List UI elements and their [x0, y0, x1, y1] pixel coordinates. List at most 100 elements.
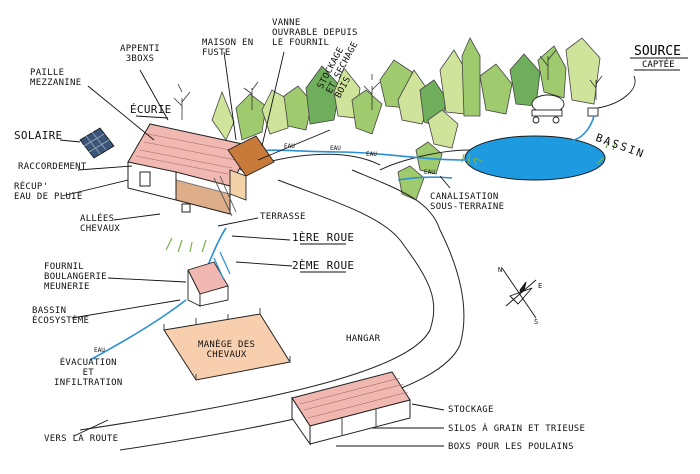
hangar-side	[309, 399, 411, 445]
track-left-edge	[79, 179, 435, 431]
bare-tree	[173, 83, 191, 120]
leader-fournil	[107, 277, 187, 283]
tree	[211, 90, 235, 141]
pond-water	[464, 135, 606, 181]
eau-label: EAU	[366, 151, 377, 158]
label-ecurie: ÉCURIE	[130, 103, 172, 116]
bare-trees	[173, 49, 603, 120]
label-stockage: STOCKAGE	[448, 405, 494, 415]
underline-ecurie	[135, 115, 169, 119]
pond-reeds	[461, 139, 616, 167]
label-source-sub: CAPTÉE	[642, 60, 675, 70]
tree	[397, 165, 425, 201]
fournil	[187, 251, 231, 307]
leader-solaire	[59, 139, 81, 143]
leader-storage	[257, 129, 331, 161]
leader-vanne	[261, 51, 285, 147]
bare-tree	[243, 81, 259, 110]
leader-roue2	[235, 261, 293, 267]
track-pond	[379, 149, 471, 171]
compass-e: E	[538, 282, 542, 290]
maison-en-fuste	[213, 135, 275, 217]
compass-s: S	[534, 318, 538, 326]
label-roue-1: 1ère ROUE	[292, 231, 355, 244]
eau-label: EAU	[330, 145, 341, 152]
eau-label: EAU	[424, 169, 435, 176]
water-line-underground	[397, 176, 453, 181]
source-box	[587, 107, 599, 117]
leader-stockage	[411, 403, 445, 411]
compass-rose-icon	[501, 267, 537, 319]
pond-group	[461, 135, 616, 181]
leader-source	[597, 75, 636, 109]
label-source-title: SOURCE	[634, 44, 681, 59]
water-wheel	[213, 175, 237, 217]
leader-route	[73, 419, 109, 437]
stable-roof-lines	[135, 133, 241, 175]
leader-recup	[61, 179, 129, 197]
compass-n: N	[498, 266, 502, 274]
label-silos: SILOS À GRAIN ET TRIEUSE	[448, 424, 586, 434]
stable-ecurie	[127, 123, 253, 215]
solar-panel-icon	[79, 127, 115, 159]
leader-raccord	[77, 165, 133, 171]
terrace-grass	[165, 237, 207, 253]
leader-lines	[59, 51, 688, 447]
leader-allees	[113, 213, 161, 221]
stable-wood-wall	[175, 179, 231, 215]
compass-letters: N E S	[498, 266, 542, 326]
house-roof	[227, 135, 275, 177]
water-line-evac	[89, 299, 187, 361]
label-boxs: BOXS POUR LES POULAINS	[448, 442, 574, 452]
label-hangar: HANGAR	[346, 334, 381, 344]
label-raccordement: RACCORDEMENT	[18, 162, 87, 172]
tree	[235, 93, 267, 141]
label-roue-2: 2ème ROUE	[292, 259, 355, 272]
leader-canal	[439, 175, 451, 189]
label-route: VERS LA ROUTE	[44, 434, 119, 444]
tree	[427, 109, 459, 149]
wheel-2	[213, 251, 231, 281]
tree-line	[211, 37, 601, 201]
leader-terrasse	[217, 217, 259, 227]
underline-source	[630, 57, 688, 71]
stable-window	[181, 203, 191, 213]
tree	[479, 63, 513, 115]
fournil-side	[199, 285, 229, 307]
stable-door	[139, 171, 151, 187]
house-body	[229, 169, 247, 201]
tree	[565, 37, 601, 105]
label-solaire: SOLAIRE	[14, 129, 63, 142]
bare-tree	[363, 74, 381, 110]
tree	[509, 53, 541, 107]
tree	[537, 45, 567, 99]
water-line-to-house	[251, 149, 467, 161]
leader-appentis	[139, 69, 169, 121]
label-recup: RÉCUP'EAU DE PLUIE	[14, 182, 83, 202]
leader-bassin-eco	[71, 299, 181, 319]
manege-fence	[163, 308, 291, 380]
leader-maison	[223, 51, 237, 141]
manege-chevaux	[163, 308, 291, 381]
tree	[461, 37, 481, 117]
hangar	[291, 371, 411, 446]
bare-tree	[539, 49, 557, 80]
label-terrasse: TERRASSE	[260, 212, 306, 222]
hangar-bays	[341, 408, 377, 436]
water-tank-truck-icon	[531, 94, 565, 124]
leader-roue1	[231, 235, 291, 241]
eau-label: EAU	[94, 347, 105, 354]
leader-paille	[87, 85, 155, 141]
water-lines	[89, 115, 595, 361]
